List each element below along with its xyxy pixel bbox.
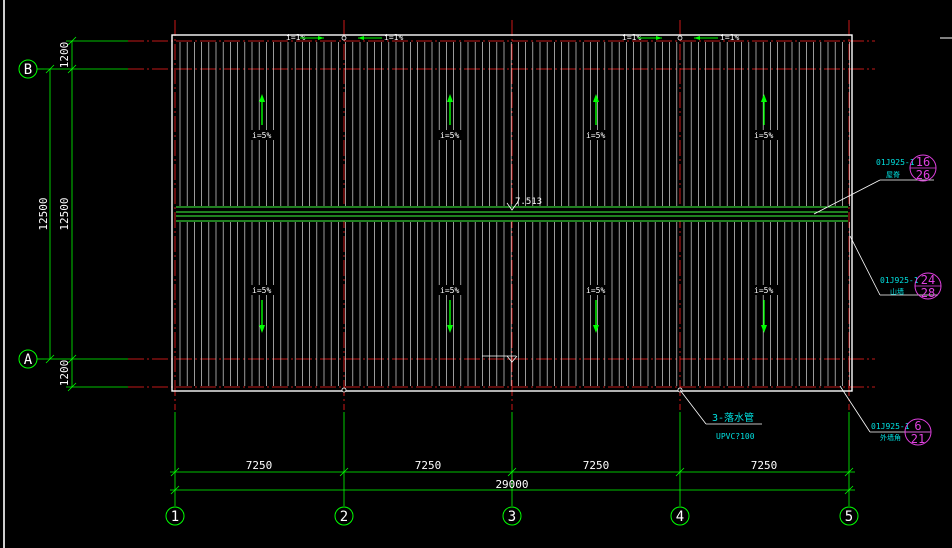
svg-text:外墙角: 外墙角 xyxy=(880,433,901,442)
axis-bubble-4: 4 xyxy=(670,506,690,526)
roof-slope-4: i=5% xyxy=(752,94,778,140)
roof-slope-8: i=5% xyxy=(752,285,778,333)
svg-text:26: 26 xyxy=(916,168,930,182)
axis-bubble-1: 1 xyxy=(165,506,185,526)
bottom-dimensions xyxy=(170,412,855,506)
svg-text:28: 28 xyxy=(921,286,935,300)
gutter-slope-3: i=1% xyxy=(622,33,662,42)
dim-span-4-5: 7250 xyxy=(751,459,778,472)
roof-slope-1: i=5% xyxy=(250,94,276,140)
roof-slope-label: i=5% xyxy=(252,286,271,295)
dim-span-2-3: 7250 xyxy=(415,459,442,472)
dim-span-1-2: 7250 xyxy=(246,459,273,472)
roof-outline xyxy=(171,34,853,392)
ridge-elevation: 7.513 xyxy=(515,197,542,207)
gutter-slopes: i=1% i=1% i=1% i=1% xyxy=(286,33,739,42)
dim-span-3-4: 7250 xyxy=(583,459,610,472)
gutter-slope-4: i=1% xyxy=(694,33,739,42)
svg-text:01J925-1: 01J925-1 xyxy=(871,422,910,431)
downpipe-note: 3-落水管 UPVC?100 xyxy=(679,389,762,441)
gutter-slope-2: i=1% xyxy=(358,33,403,42)
svg-text:01J925-1: 01J925-1 xyxy=(876,158,915,167)
roof-slope-2: i=5% xyxy=(438,94,464,140)
downpipe-markers xyxy=(341,35,683,393)
svg-text:21: 21 xyxy=(911,432,925,446)
roof-slope-label: i=5% xyxy=(586,131,605,140)
roof-slope-label: i=5% xyxy=(440,286,459,295)
left-dimensions xyxy=(44,36,128,392)
roof-slope-label: i=5% xyxy=(252,131,271,140)
dim-left-middle: 12500 xyxy=(58,197,71,230)
svg-text:B: B xyxy=(24,62,32,78)
roof-slope-label: i=5% xyxy=(586,286,605,295)
roof-slope-label: i=5% xyxy=(754,131,773,140)
roof-slope-labels: i=5% i=5% i=5% i=5% i=5% i=5% i=5% i=5% xyxy=(250,94,778,333)
svg-text:i=1%: i=1% xyxy=(384,33,403,42)
roof-slope-6: i=5% xyxy=(438,285,464,333)
gutter-slope-1: i=1% xyxy=(286,33,324,42)
svg-text:6: 6 xyxy=(914,419,921,433)
axis-bubble-3: 3 xyxy=(502,506,522,526)
roof-slope-3: i=5% xyxy=(584,94,610,140)
horizontal-axis-lines xyxy=(128,40,875,388)
roof-slope-label: i=5% xyxy=(440,131,459,140)
dim-left-outer: 12500 xyxy=(37,197,50,230)
downpipe-title: 3-落水管 xyxy=(712,411,754,424)
roof-panel-ribs xyxy=(179,42,850,386)
axis-bubble-A: A xyxy=(18,349,44,369)
svg-text:16: 16 xyxy=(916,155,930,169)
roof-slope-label: i=5% xyxy=(754,286,773,295)
svg-text:1: 1 xyxy=(171,509,179,525)
callout-ridge-detail: 01J925-1 屋脊 16 26 xyxy=(813,154,937,215)
svg-text:屋脊: 屋脊 xyxy=(886,170,900,179)
dim-left-bottom: 1200 xyxy=(58,360,71,387)
svg-text:2: 2 xyxy=(340,509,348,525)
downpipe-spec: UPVC?100 xyxy=(716,432,755,441)
roof-slope-7: i=5% xyxy=(584,285,610,333)
dim-total: 29000 xyxy=(495,478,528,491)
axis-bubble-5: 5 xyxy=(839,506,859,526)
roof-slope-5: i=5% xyxy=(250,285,276,333)
dim-left-top: 1200 xyxy=(58,42,71,69)
ridge xyxy=(176,202,848,222)
svg-text:3: 3 xyxy=(508,509,516,525)
callout-corner-detail: 01J925-1 外墙角 6 21 xyxy=(839,385,932,446)
svg-text:01J925-1: 01J925-1 xyxy=(880,276,919,285)
callout-gable-detail: 01J925-1 山墙 24 28 xyxy=(849,235,942,300)
svg-text:i=1%: i=1% xyxy=(286,33,305,42)
svg-text:A: A xyxy=(24,352,33,368)
axis-bubble-B: B xyxy=(18,59,44,79)
svg-text:5: 5 xyxy=(845,509,853,525)
svg-text:山墙: 山墙 xyxy=(890,287,904,296)
bottom-ridge-marker xyxy=(482,355,518,363)
axis-bubble-2: 2 xyxy=(334,506,354,526)
svg-text:i=1%: i=1% xyxy=(720,33,739,42)
svg-text:i=1%: i=1% xyxy=(622,33,641,42)
svg-text:4: 4 xyxy=(676,509,684,525)
svg-text:24: 24 xyxy=(921,273,935,287)
